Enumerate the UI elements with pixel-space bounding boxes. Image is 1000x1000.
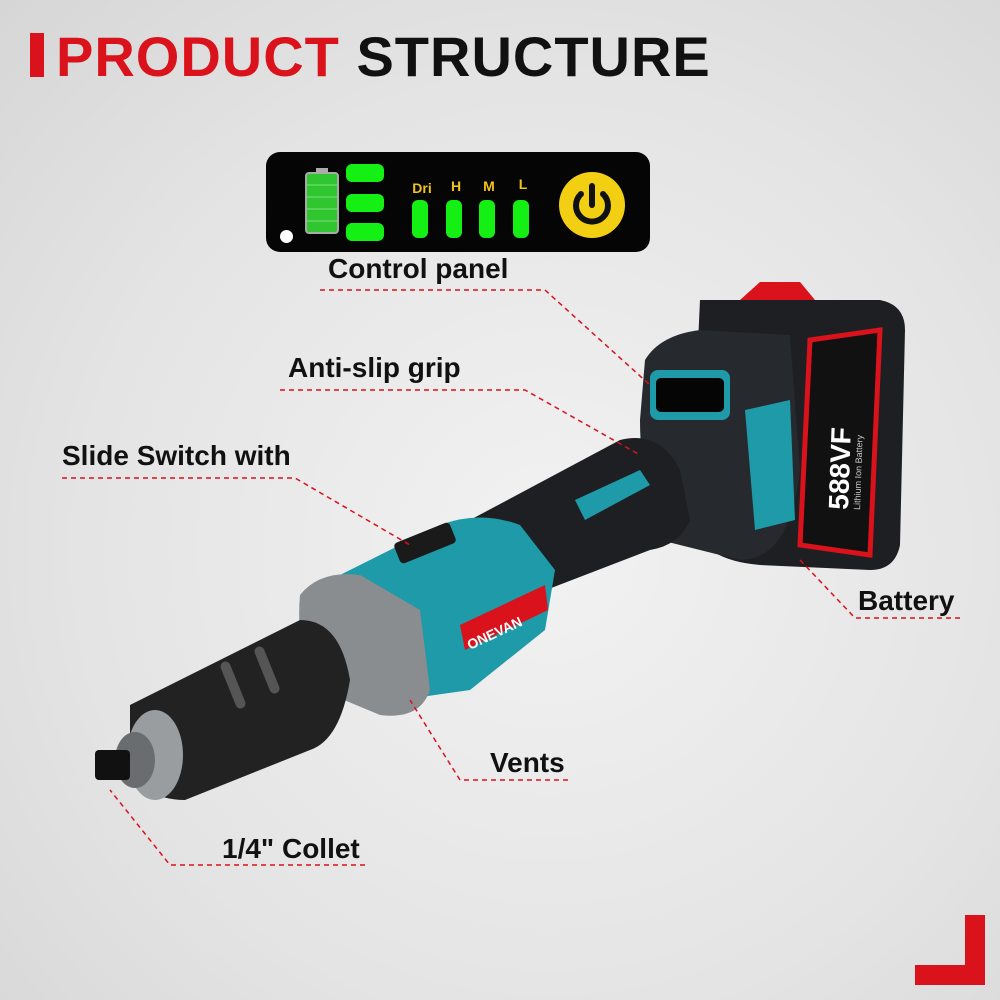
title-accent-bar [30,33,44,77]
mode-label-m: M [483,178,495,194]
battery-full-icon [305,168,339,234]
label-slide-switch: Slide Switch with [62,440,291,471]
mode-label-h: H [450,178,462,194]
mode-indicator-l [513,200,529,238]
battery-level-bar [346,164,384,182]
label-collet: 1/4" Collet [222,833,360,864]
battery-level-bar [346,194,384,212]
label-control-panel: Control panel [328,253,509,284]
mode-indicator-dri [412,200,428,238]
title-part2: STRUCTURE [356,25,711,88]
indicator-dot [280,230,293,243]
label-battery: Battery [858,585,955,616]
power-button [559,172,625,238]
mode-label-l: L [518,176,528,192]
mode-indicator-h [446,200,462,238]
battery-voltage: 588VF [823,427,857,511]
corner-mark [915,915,985,985]
power-icon [573,183,611,225]
mode-indicator-m [479,200,495,238]
control-panel-display: Dri H M L [266,152,650,252]
label-vents: Vents [490,747,565,778]
battery-type: Lithium Ion Battery [852,434,865,510]
mode-label-dri: Dri [412,180,432,196]
battery-level-bar [346,223,384,241]
label-anti-slip-grip: Anti-slip grip [288,352,461,383]
page-title: PRODUCT STRUCTURE [56,24,711,89]
leader-lines [62,289,960,866]
title-part1: PRODUCT [56,25,340,88]
